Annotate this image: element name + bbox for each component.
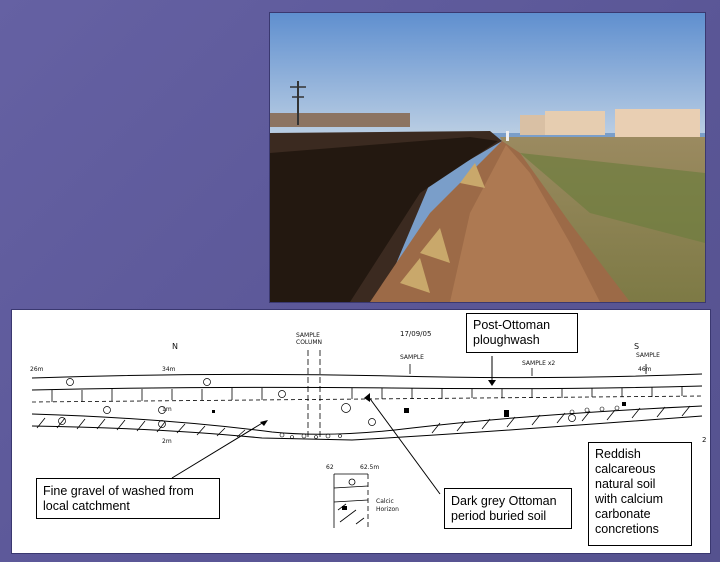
trench-photo	[269, 12, 706, 303]
label-post-ottoman-ploughwash: Post-Ottoman ploughwash	[466, 313, 578, 353]
label-line: concretions	[595, 522, 659, 536]
inset-note: Calcic Horizon	[376, 498, 399, 513]
inset-depth-a: 62	[326, 464, 334, 471]
label-line: Reddish	[595, 447, 641, 461]
label-fine-gravel: Fine gravel of washed from local catchme…	[36, 478, 220, 519]
sample-note: SAMPLE	[400, 354, 424, 361]
south-marker: S	[634, 342, 640, 351]
label-dark-grey-ottoman: Dark grey Ottoman period buried soil	[444, 488, 572, 529]
section-sketch	[31, 350, 703, 528]
distance-right: 46m	[638, 366, 652, 373]
corner-number: 2	[702, 436, 707, 444]
label-line: Fine gravel of washed from	[43, 484, 194, 498]
label-line: Dark grey Ottoman	[451, 494, 557, 508]
sample-right-note: SAMPLE	[636, 352, 660, 359]
label-line: calcareous	[595, 462, 656, 476]
label-line: period buried soil	[451, 509, 547, 523]
section-drawing: N S 17/09/05 SAMPLE COLUMN SAMPLE SAMPLE…	[11, 309, 711, 554]
label-line: local catchment	[43, 499, 130, 513]
depth-1m: 1m	[162, 406, 172, 413]
label-line: Post-Ottoman	[473, 318, 551, 332]
depth-2m: 2m	[162, 438, 172, 445]
inset-depth-b: 62.5m	[360, 464, 380, 471]
sample-x2-note: SAMPLE x2	[522, 360, 556, 367]
distance-left: 26m	[30, 366, 44, 373]
distance-mid: 34m	[162, 366, 176, 373]
date-note: 17/09/05	[400, 330, 432, 338]
sample-column-note: SAMPLE COLUMN	[296, 332, 323, 346]
label-reddish-calcareous-soil: Reddish calcareous natural soil with cal…	[588, 442, 692, 546]
north-marker: N	[172, 342, 178, 351]
label-line: natural soil	[595, 477, 656, 491]
trench-photo-image	[270, 13, 705, 302]
label-line: ploughwash	[473, 333, 540, 347]
label-line: with calcium	[595, 492, 664, 506]
label-line: carbonate	[595, 507, 651, 521]
